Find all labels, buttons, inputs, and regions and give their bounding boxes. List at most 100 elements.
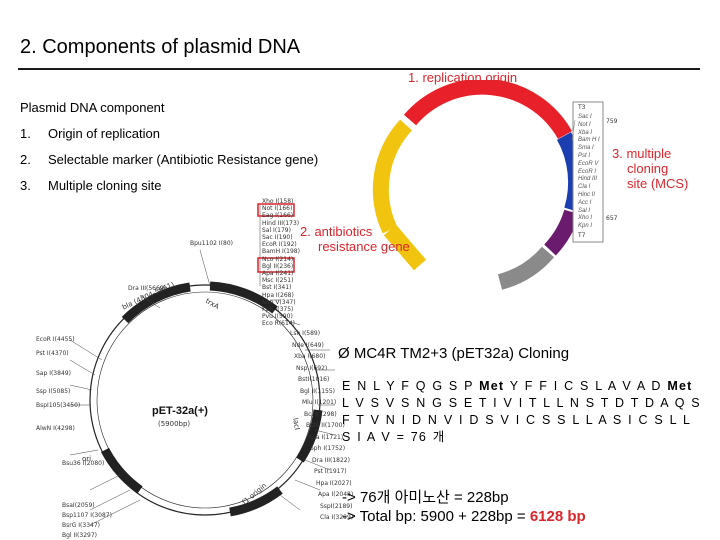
pet-site-label: Dra III(1822) [312,456,350,464]
result-highlight: 6128 bp [529,508,586,525]
pet-site-label: Dra III(5669) [128,285,166,292]
pet-site-label: Nco I(214) [262,255,294,263]
pet-site-label: Xba I(680) [294,353,326,360]
pet-site-label: Kpn I(375) [262,306,294,313]
gene-arrow-bla [121,282,191,324]
site-label: Hind III [578,176,598,183]
pet-site-label: BsrG I(3347) [62,522,100,529]
site-label: EcoR V [578,160,599,167]
pet-site-label: Pvu I(590) [262,313,293,321]
pet-site-label: Bsp1107 I(3087) [62,512,112,519]
site-label: Xho I [578,215,593,222]
site-label: Sma I [578,145,594,152]
sequence-met: Met [667,379,693,393]
sequence-part: Y F F I C S L A V A D [509,379,662,393]
gene-arrow-trxa [209,281,278,314]
component-text: Selectable marker (Antibiotic Resistance… [48,152,319,167]
mcs-num-bottom: 657 [606,215,618,222]
pet-site-label: Xho I(158) [262,198,294,205]
mcs-top-label: T3 [578,104,586,111]
site-label: Kpn I [578,223,593,230]
pet-site-label: BstE II(1700) [306,422,345,429]
mcs-box [572,101,604,243]
highlight-box-xho [257,203,295,217]
pet-site-label: Nde I(649) [292,341,324,349]
pet-site-label: Bcl I(1298) [304,410,337,418]
ring-segment-origin [403,80,572,140]
pet-site-label: Msc I(251) [262,277,294,285]
component-text: Origin of replication [48,126,160,141]
label-antibiotic: 2. antibiotics resistance gene [300,224,450,254]
amino-acid-sequence: E N L Y F Q G S P Met Y F F I C S L A V … [342,378,702,446]
site-label: Hinc II [578,192,596,198]
site-label: Pst I [578,153,591,159]
pet-site-label: Sph I(1752) [310,445,346,452]
component-item-3: 3.Multiple cloning site [20,178,161,193]
pet-site-label: EcoR I(192) [262,241,297,249]
result-text: Total bp: 5900 + 228bp = [359,508,526,525]
label-amp-line2: resistance gene [318,239,410,254]
site-label: Acc I [578,199,592,206]
pet-site-label: Lsh I(589) [290,330,321,337]
highlight-box-ecorv [257,257,295,273]
pet-site-label: Not I(166) [262,205,293,213]
pet32a-map [69,203,336,526]
pet-site-label: Bgl II(236) [262,262,294,270]
pet-site-label: Sap I(3849) [36,370,71,377]
pet-map-name: pET-32a(+) [152,405,208,417]
pet-site-label: Eco R(614) [262,320,295,328]
title-rule [18,68,700,70]
site-label: Bam H I [578,137,600,144]
pet-site-label: Apa I(1721) [308,433,344,441]
gene-arrow-laci [296,409,323,463]
pet-site-label: Bgl II(1155) [300,387,335,395]
mcs-bottom-label: T7 [578,232,586,239]
pet-site-label: BamH I(198) [262,248,300,256]
mcs-num-top: 759 [606,118,618,125]
ring-segment-purple [544,209,580,256]
pet-site-label: Bgl II(3297) [62,532,97,539]
components-heading: Plasmid DNA component [20,100,165,115]
pet-site-label: Sac I(190) [262,234,293,241]
pet-site-label: Nsp I(692) [296,364,328,372]
label-mcs-line3: site (MCS) [627,176,689,191]
label-replication-origin: 1. replication origin [408,70,518,85]
gene-label-ori: ori [82,455,92,463]
label-mcs-line1: 3. multiple [612,146,672,161]
pet-site-label: EcoR I(4455) [36,336,75,343]
site-label: EcoR I [578,168,597,175]
result-line-1: -> 76개 아미노산 = 228bp [342,486,509,507]
cloning-heading: MC4R TM2+3 (pET32a) Cloning [353,345,570,362]
pet-site-label: Mlu I(1201) [302,399,337,406]
pet-site-label: Hpa I(2027) [316,479,352,487]
component-num: 3. [20,178,31,193]
pet-site-label: Pst I(4370) [36,350,69,357]
sequence-part: L V S V S N G S E T I V I T L L N S T D … [342,396,701,444]
component-num: 2. [20,152,31,167]
pet-site-label: SspI(2189) [320,502,353,510]
slide-title: 2. Components of plasmid DNA [20,36,301,58]
label-amp-line1: 2. antibiotics [300,224,373,239]
pet-site-label: BspI105(3450) [36,402,81,409]
site-label: Sal I [578,207,591,214]
pet-site-label: Eag I(166) [262,212,294,220]
pet-site-label: Apa I(2048) [318,491,354,498]
site-label: Xba I [578,129,593,136]
sequence-met: Met [479,379,505,393]
site-label: Sac I [578,114,592,120]
sequence-part: E N L Y F Q G S P [342,379,474,393]
bullet-arrow-icon: Ø [338,345,350,362]
pet-site-label: Hpa I(268) [262,291,294,299]
pet-map-size: (5900bp) [158,420,191,428]
pet-site-label: Pst I(1917) [314,468,347,475]
component-item-2: 2. Selectable marker (Antibiotic Resistan… [20,152,318,167]
result-text: 76개 아미노산 = 228bp [359,489,509,506]
result-arrow: -> [342,489,356,506]
pet-site-label: Bst I(341) [262,284,292,292]
site-label: Cla I [578,184,591,191]
pet-site-label: Hind III(173) [262,219,300,227]
ring-segment-grey [497,246,555,290]
gene-arrow-ori [101,447,143,494]
pet-site-label: Bpu1102 I(80) [190,240,233,247]
plasmid-ring-diagram [372,80,604,290]
